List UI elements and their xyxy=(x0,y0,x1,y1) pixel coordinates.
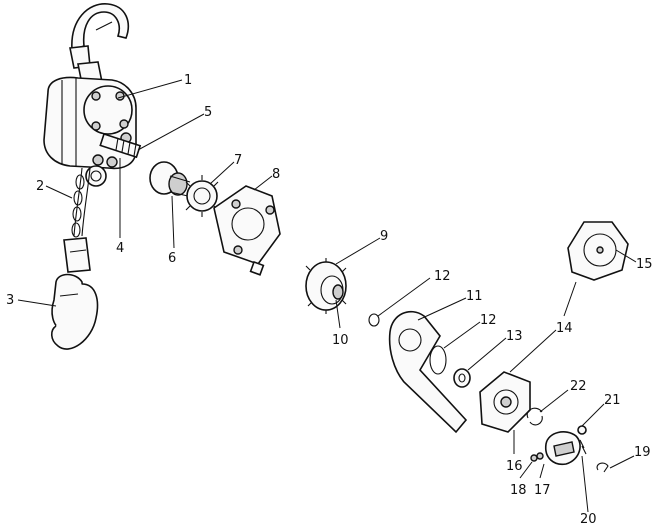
callout-9: 9 xyxy=(380,229,388,244)
callout-6: 6 xyxy=(168,251,176,266)
callout-13: 13 xyxy=(506,329,523,344)
cover-cap-part-15 xyxy=(567,221,629,281)
snap-ring-part-12a xyxy=(368,313,380,327)
pawl-assembly xyxy=(530,425,609,473)
callout-1: 1 xyxy=(184,73,192,88)
callout-10: 10 xyxy=(332,333,349,348)
callout-7: 7 xyxy=(234,153,242,168)
lever-handle-part-11 xyxy=(388,310,468,434)
side-cover-part-8 xyxy=(213,185,281,276)
callout-17: 17 xyxy=(534,483,551,498)
callout-3: 3 xyxy=(6,293,14,308)
hoist-body xyxy=(43,76,137,187)
callout-21: 21 xyxy=(604,393,621,408)
drive-shaft xyxy=(99,132,142,159)
clip-part-22 xyxy=(526,407,543,426)
callout-2: 2 xyxy=(36,179,44,194)
washer-part-13 xyxy=(453,368,471,388)
callout-14: 14 xyxy=(556,321,573,336)
callout-12a: 12 xyxy=(434,269,451,284)
callout-22: 22 xyxy=(570,379,587,394)
load-chain xyxy=(71,167,91,238)
spring-ring-part-12b xyxy=(429,345,447,375)
collar-part-6 xyxy=(149,161,191,197)
bottom-hook xyxy=(50,237,99,350)
callout-labels: 1 2 3 4 5 6 7 8 9 10 11 12 12 13 14 15 1… xyxy=(6,73,653,525)
callout-8: 8 xyxy=(272,167,280,182)
callout-20: 20 xyxy=(580,512,597,525)
callout-19: 19 xyxy=(634,445,651,460)
gear-part-9 xyxy=(305,258,347,314)
callout-15: 15 xyxy=(636,257,653,272)
leader-lines xyxy=(17,79,637,513)
top-hook xyxy=(69,3,130,85)
callout-12b: 12 xyxy=(480,313,497,328)
callout-11: 11 xyxy=(466,289,483,304)
hand-wheel-part-14 xyxy=(479,371,531,433)
callout-16: 16 xyxy=(506,459,523,474)
callout-4: 4 xyxy=(116,241,124,256)
callout-18: 18 xyxy=(510,483,527,498)
callout-5: 5 xyxy=(204,105,212,120)
